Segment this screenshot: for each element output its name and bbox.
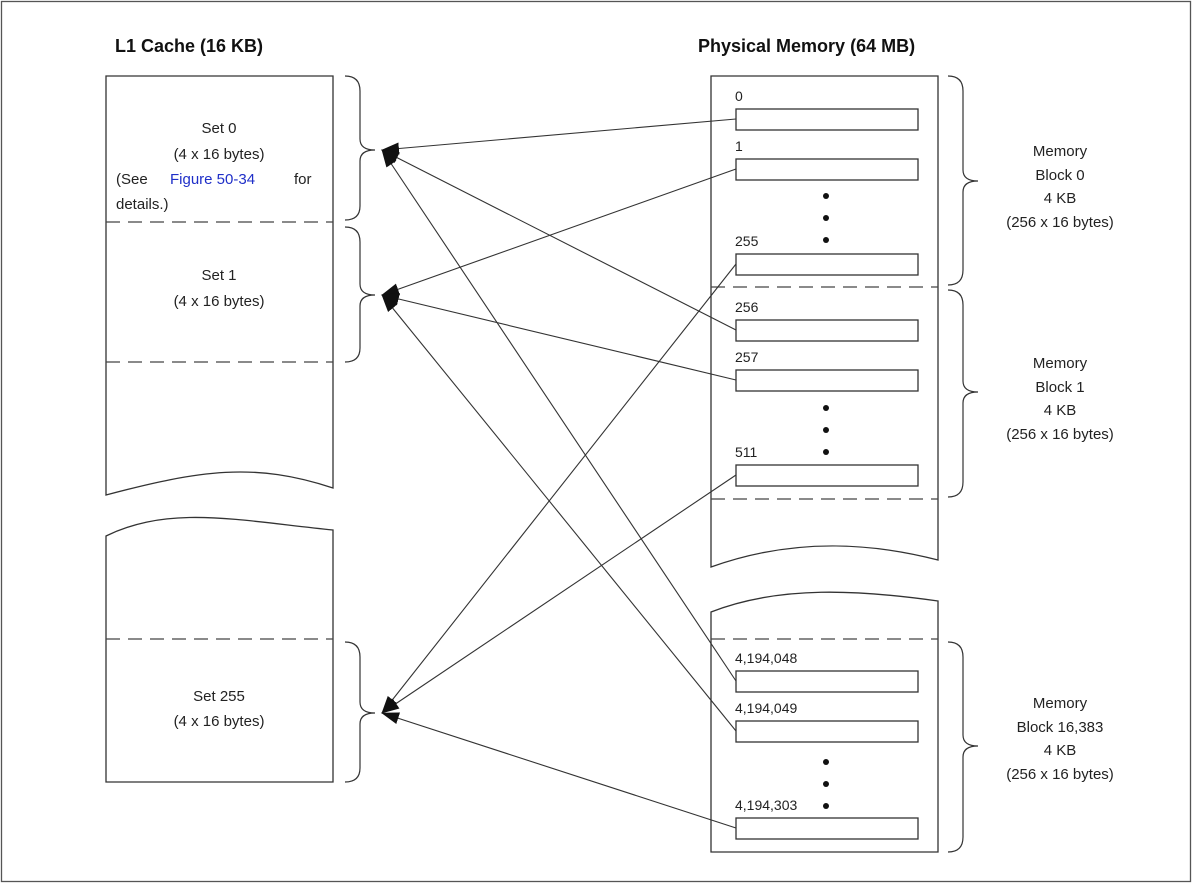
block16383-label: Memory Block 16,383 4 KB (256 x 16 bytes…: [1006, 695, 1114, 783]
svg-text:(256 x 16 bytes): (256 x 16 bytes): [1006, 214, 1114, 231]
memory-slot-1: [735, 158, 919, 181]
arrow-511-to-set255: [381, 474, 737, 714]
figure-link[interactable]: Figure 50-34: [170, 171, 255, 188]
block16383-ellipsis: [823, 759, 829, 809]
set1-size: (4 x 16 bytes): [174, 293, 265, 310]
arrow-257-to-set1: [381, 293, 737, 381]
block1-label: Memory Block 1 4 KB (256 x 16 bytes): [1006, 355, 1114, 443]
block0-label: Memory Block 0 4 KB (256 x 16 bytes): [1006, 143, 1114, 231]
set1-name: Set 1: [201, 267, 236, 284]
svg-text:Memory: Memory: [1033, 695, 1088, 712]
set255-name: Set 255: [193, 688, 245, 705]
memory-slot-4194049: [735, 720, 919, 743]
memory-slot-511: [735, 464, 919, 487]
address-255: 255: [735, 233, 759, 249]
svg-text:Memory: Memory: [1033, 143, 1088, 160]
memory-slot-4194303: [735, 817, 919, 840]
block1-ellipsis: [823, 405, 829, 455]
address-257: 257: [735, 349, 759, 365]
address-4194048: 4,194,048: [735, 650, 797, 666]
set0-size: (4 x 16 bytes): [174, 146, 265, 163]
memory-title: Physical Memory (64 MB): [698, 36, 915, 56]
svg-text:Block 16,383: Block 16,383: [1017, 719, 1104, 736]
address-0: 0: [735, 88, 743, 104]
set0-note: (See Figure 50-34 for: [116, 171, 312, 188]
memory-slot-255: [735, 253, 919, 276]
memory-slot-4194048: [735, 670, 919, 693]
svg-text:(256 x 16 bytes): (256 x 16 bytes): [1006, 426, 1114, 443]
set0-note-suffix: for: [294, 171, 312, 188]
svg-text:4 KB: 4 KB: [1044, 742, 1077, 759]
address-4194049: 4,194,049: [735, 700, 797, 716]
svg-text:(256 x 16 bytes): (256 x 16 bytes): [1006, 766, 1114, 783]
address-256: 256: [735, 299, 759, 315]
set255-size: (4 x 16 bytes): [174, 713, 265, 730]
memory-slot-256: [735, 319, 919, 342]
arrow-4194303-to-set255: [381, 712, 737, 829]
cache-upper-body: [105, 75, 334, 496]
address-511: 511: [735, 444, 758, 460]
set0-note-prefix: (See: [116, 171, 148, 188]
block0-brace: [947, 75, 979, 286]
block0-ellipsis: [823, 193, 829, 243]
memory-slot-0: [735, 108, 919, 131]
arrow-0-to-set0: [381, 118, 737, 155]
set255-brace: [344, 641, 376, 783]
address-1: 1: [735, 138, 743, 154]
arrow-4194048-to-set0: [381, 149, 737, 682]
block1-brace: [947, 289, 979, 498]
set1-brace: [344, 226, 376, 363]
memory-slot-257: [735, 369, 919, 392]
arrow-1-to-set1: [381, 168, 737, 296]
cache-lower-body: [105, 516, 334, 783]
set0-brace: [344, 75, 376, 221]
set0-note-details: details.): [116, 196, 169, 213]
arrow-4194049-to-set1: [381, 294, 737, 732]
svg-text:Block 0: Block 0: [1035, 167, 1084, 184]
svg-text:Memory: Memory: [1033, 355, 1088, 372]
cache-title: L1 Cache (16 KB): [115, 36, 263, 56]
set0-name: Set 0: [201, 120, 236, 137]
arrow-256-to-set0: [381, 149, 737, 331]
svg-text:Block 1: Block 1: [1035, 379, 1084, 396]
block16383-brace: [947, 641, 979, 853]
arrow-255-to-set255: [381, 263, 737, 714]
address-4194303: 4,194,303: [735, 797, 797, 813]
svg-text:4 KB: 4 KB: [1044, 190, 1077, 207]
svg-text:4 KB: 4 KB: [1044, 402, 1077, 419]
mapping-arrows: [381, 118, 737, 829]
